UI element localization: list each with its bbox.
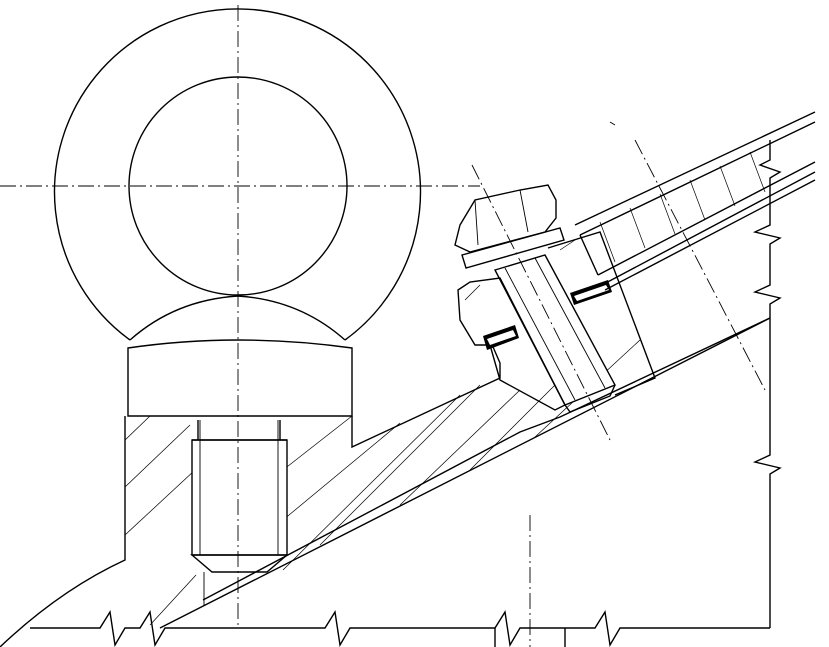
hex-head-bolt: [454, 184, 565, 269]
eye-bolt-neck: [129, 295, 346, 341]
cover-plate-hatching: [599, 151, 766, 263]
clamp-flange: [457, 231, 656, 411]
break-lines: [30, 140, 782, 647]
threaded-shank: [190, 420, 289, 605]
center-lines: [0, 5, 766, 647]
inclined-cover-plate: [574, 111, 816, 291]
sealing-washer: [483, 280, 612, 350]
eye-bolt-ring: [53, 8, 422, 341]
housing-section: [0, 317, 771, 647]
housing-hatching: [124, 339, 641, 626]
eye-bolt-collar: [127, 339, 353, 417]
